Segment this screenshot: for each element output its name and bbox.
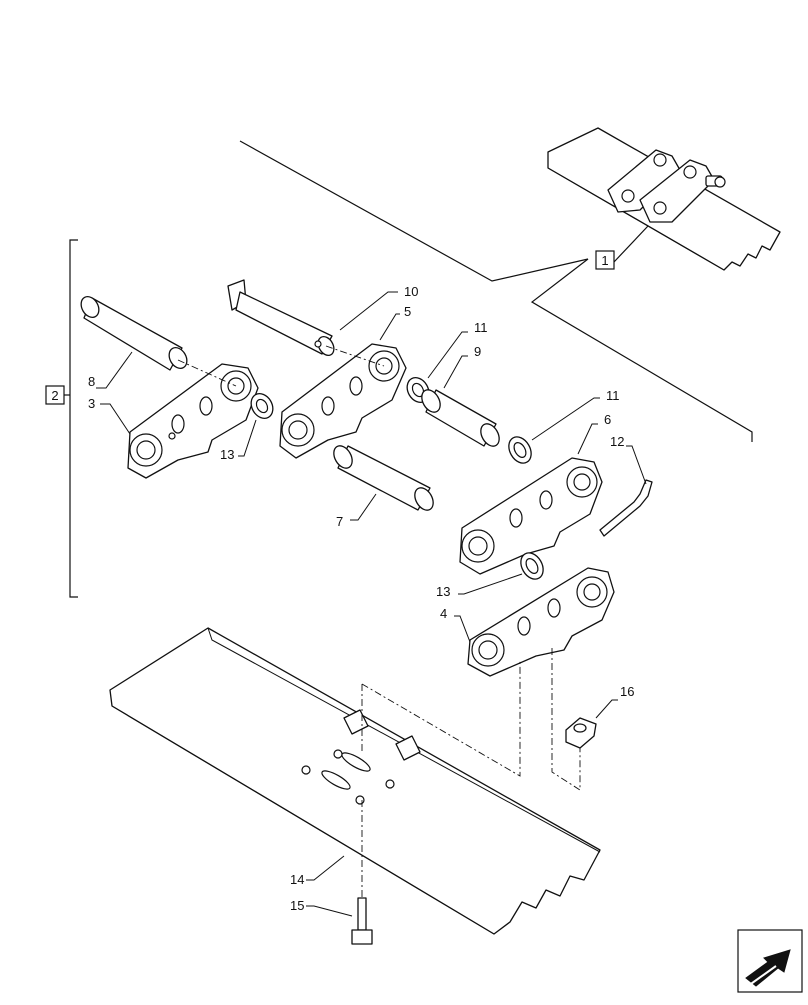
link-part-5 [279,343,407,459]
callout-16: 16 [620,684,634,699]
arrow-navigation-icon[interactable] [737,929,803,993]
callout-box-1 [595,250,615,270]
callout-9: 9 [474,344,481,359]
callout-13-right: 13 [436,584,450,599]
callout-2: 2 [51,388,58,403]
callout-11-upper: 11 [474,320,488,335]
bolt-part-15 [351,897,373,945]
key-part-12 [599,479,653,537]
link-part-3 [127,363,259,479]
link-part-4 [467,567,615,677]
callout-5: 5 [404,304,411,319]
bushing-part-8 [80,296,188,371]
nut-part-16 [565,717,597,749]
link-part-6 [459,457,603,575]
callout-10: 10 [404,284,418,299]
callout-4: 4 [440,606,447,621]
callout-11-lower: 11 [606,388,620,403]
track-shoe-part-14 [109,627,601,935]
track-assembly-overview [547,127,781,271]
callout-13-left: 13 [220,447,234,462]
callout-7: 7 [336,514,343,529]
callout-1: 1 [601,253,608,268]
callout-6: 6 [604,412,611,427]
callout-15: 15 [290,898,304,913]
pin-part-10 [227,279,335,356]
callout-12: 12 [610,434,624,449]
bushing-part-7 [333,445,434,511]
callout-3: 3 [88,396,95,411]
bushing-part-9 [421,389,500,447]
callout-8: 8 [88,374,95,389]
callout-14: 14 [290,872,304,887]
